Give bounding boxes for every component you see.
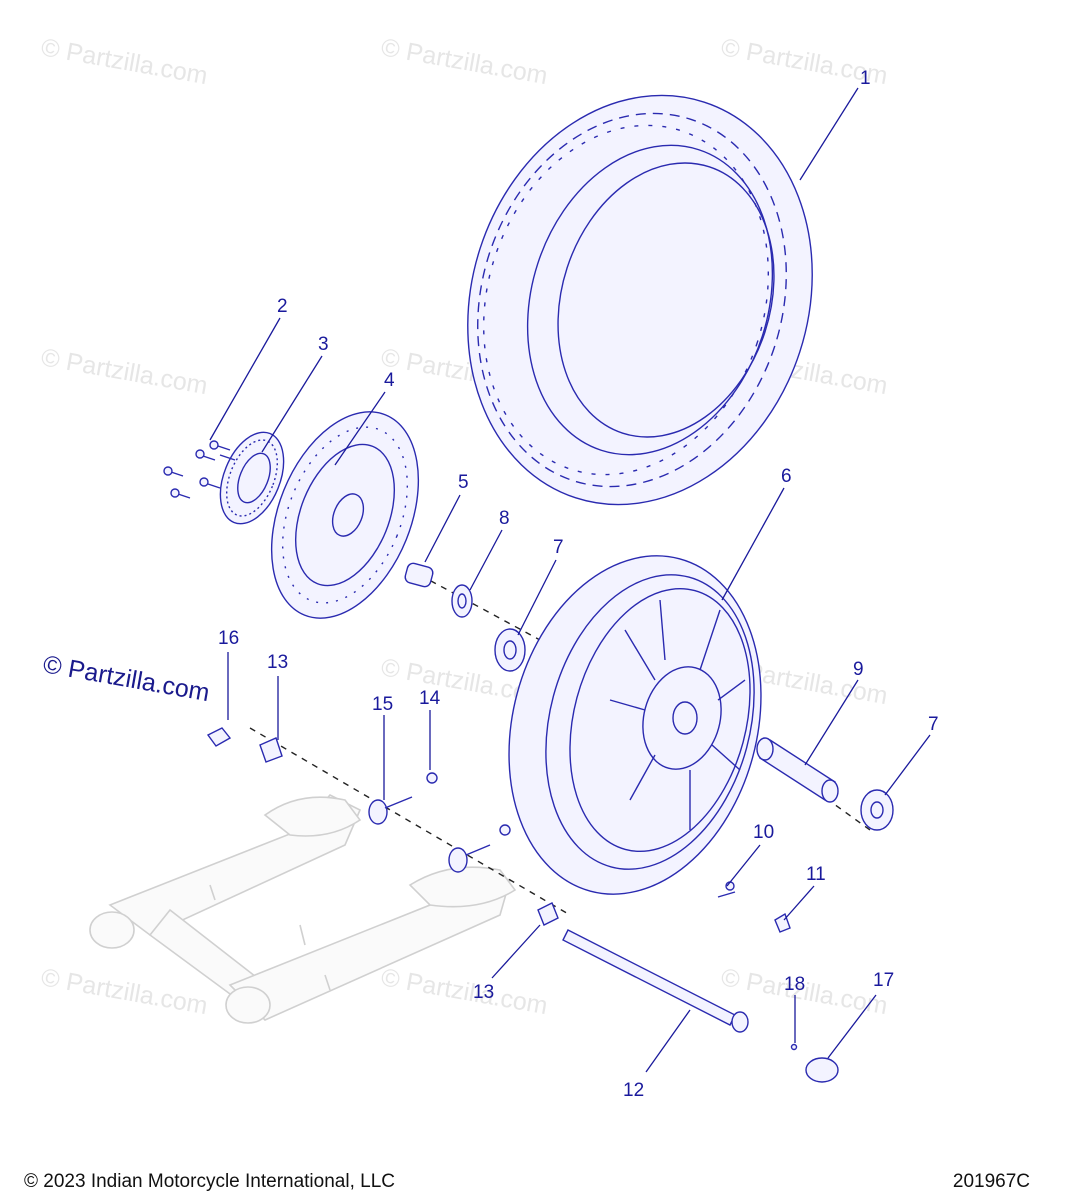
callout-7b: 7: [928, 714, 939, 735]
leader-lines: [209, 87, 931, 1073]
hub-spacer-set: [404, 562, 526, 672]
axle: [562, 929, 749, 1033]
diagram-id: 201967C: [953, 1171, 1030, 1192]
callout-6: 6: [781, 466, 792, 487]
brake-disc: [270, 411, 420, 619]
adjuster-plate-13b: [537, 902, 559, 926]
pin-18: [790, 1043, 798, 1051]
axle-nut-16: [206, 727, 232, 747]
callout-5: 5: [458, 472, 469, 493]
copyright-text: © 2023 Indian Motorcycle International, …: [24, 1171, 395, 1192]
bolts: [163, 440, 236, 499]
adjuster-bolt-15: [368, 799, 388, 825]
watermark: © Partzilla.com: [379, 33, 550, 90]
callout-13a: 13: [267, 652, 288, 673]
callout-15: 15: [372, 694, 393, 715]
callout-13b: 13: [473, 982, 494, 1003]
callout-11: 11: [806, 864, 826, 885]
callout-7a: 7: [553, 537, 564, 558]
callout-2: 2: [277, 296, 288, 317]
adjuster-plate-13a: [259, 737, 283, 763]
clip-11: [774, 912, 791, 933]
wheel-centerline: [419, 574, 541, 641]
watermark: © Partzilla.com: [39, 963, 210, 1020]
watermark-prominent: © Partzilla.com: [41, 650, 212, 707]
cap-17: [805, 1057, 839, 1083]
callout-10: 10: [753, 822, 774, 843]
watermark: © Partzilla.com: [379, 963, 550, 1020]
callout-1: 1: [860, 68, 871, 89]
callouts: 1 2 3 4 5 6 7 7 8 9 10 11 12 13 13 14 15…: [218, 68, 939, 1101]
callout-12: 12: [623, 1080, 644, 1101]
callout-3: 3: [318, 334, 329, 355]
tire: [467, 94, 813, 506]
callout-9: 9: [853, 659, 864, 680]
tone-ring: [219, 431, 285, 525]
spacer-sleeve: [756, 737, 839, 803]
nut-14: [426, 772, 438, 784]
callout-18: 18: [784, 974, 805, 995]
watermark: © Partzilla.com: [39, 33, 210, 90]
swingarm: [89, 794, 517, 1024]
watermark: © Partzilla.com: [39, 343, 210, 400]
callout-4: 4: [384, 370, 395, 391]
wheel: [508, 555, 762, 895]
axle-centerline: [249, 727, 571, 916]
callout-8: 8: [499, 508, 510, 529]
callout-16: 16: [218, 628, 239, 649]
screw-10: [717, 891, 736, 898]
bearing-right: [860, 789, 894, 831]
callout-14: 14: [419, 688, 441, 709]
callout-17: 17: [873, 970, 894, 991]
